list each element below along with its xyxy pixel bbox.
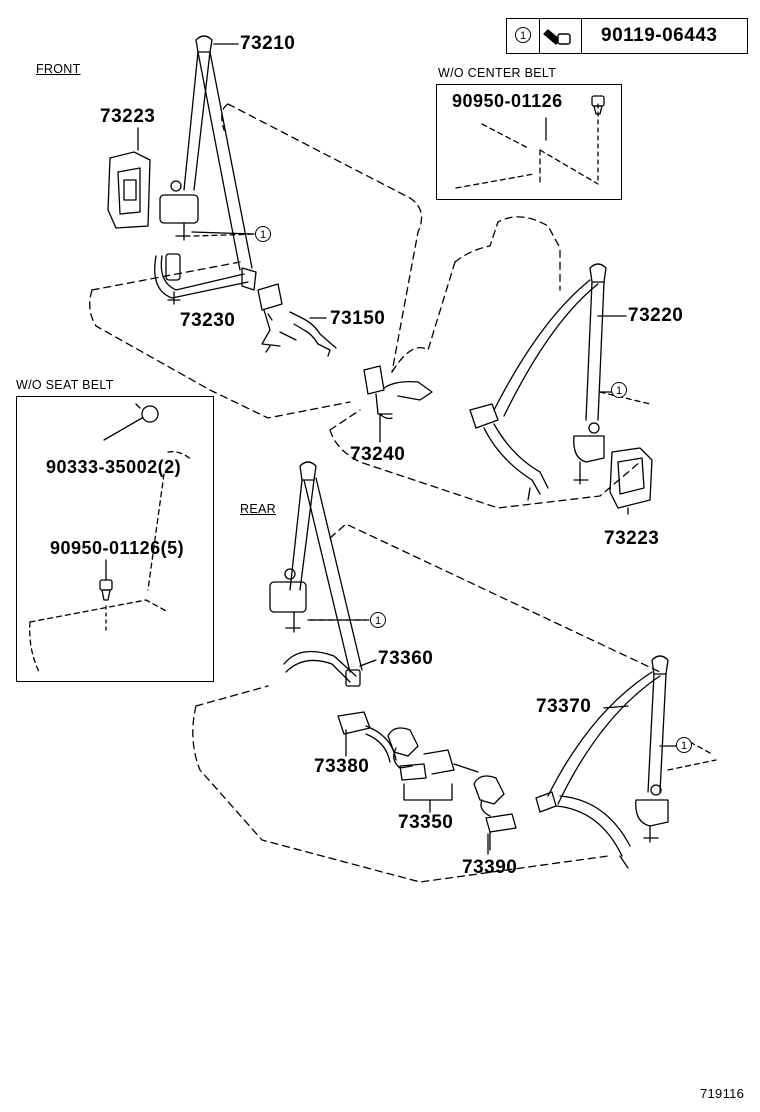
ref-marker: 1 bbox=[370, 612, 386, 628]
callout-73380: 73380 bbox=[314, 756, 370, 777]
front-buckle-73150 bbox=[279, 311, 337, 357]
callout-73223-right: 73223 bbox=[604, 528, 660, 549]
callout-cap-seat: 90333-35002(2) bbox=[46, 457, 182, 477]
front-buckle-73230 bbox=[257, 283, 283, 353]
front-seat-outline bbox=[89, 103, 423, 419]
section-rear: REAR bbox=[240, 502, 276, 516]
rear-right-belt-73370 bbox=[535, 655, 669, 869]
ref-symbol-circle: 1 bbox=[515, 27, 531, 43]
center-belt-inset-box bbox=[436, 84, 622, 200]
callout-73150: 73150 bbox=[330, 308, 386, 329]
retractor-cover-73223 bbox=[107, 151, 151, 229]
ref-marker: 1 bbox=[611, 382, 627, 398]
callout-73240: 73240 bbox=[350, 444, 406, 465]
parts-reference-table: 1 90119-06443 bbox=[506, 18, 748, 54]
callout-73210: 73210 bbox=[240, 33, 296, 54]
callout-bolt-center-belt: 90950-01126 bbox=[452, 91, 563, 111]
ref-marker: 1 bbox=[255, 226, 271, 242]
center-buckle-73240 bbox=[363, 365, 433, 420]
callout-bolt-seat: 90950-01126(5) bbox=[50, 538, 185, 558]
section-wo-seat-belt: W/O SEAT BELT bbox=[16, 378, 114, 392]
callout-73220: 73220 bbox=[628, 305, 684, 326]
center-belt-inset-art bbox=[455, 95, 605, 189]
right-front-seat-outline bbox=[329, 216, 641, 509]
callout-73350: 73350 bbox=[398, 812, 454, 833]
rear-seat-outline bbox=[192, 523, 661, 883]
callout-73390: 73390 bbox=[462, 857, 518, 878]
section-front: FRONT bbox=[36, 62, 81, 76]
rear-outer-belt-73360 bbox=[269, 461, 363, 687]
ref-marker: 1 bbox=[676, 737, 692, 753]
rear-center-belt-73350 bbox=[387, 727, 479, 813]
callout-73223-top: 73223 bbox=[100, 106, 156, 127]
rear-buckle-73390 bbox=[473, 775, 517, 851]
table-divider bbox=[539, 19, 540, 53]
front-outer-belt-73210 bbox=[154, 35, 257, 305]
callout-73360: 73360 bbox=[378, 648, 434, 669]
retractor-cover-73223-right bbox=[609, 447, 653, 509]
callout-73370: 73370 bbox=[536, 696, 592, 717]
table-divider bbox=[581, 19, 582, 53]
bolt-icon bbox=[543, 29, 571, 45]
table-part-number: 90119-06443 bbox=[601, 25, 718, 46]
figure-id: 719116 bbox=[700, 1086, 745, 1101]
section-wo-center-belt: W/O CENTER BELT bbox=[438, 66, 557, 80]
seat-belt-inset-box bbox=[16, 396, 214, 682]
callout-73230: 73230 bbox=[180, 310, 236, 331]
seat-belt-inset-art bbox=[29, 403, 193, 675]
rear-buckle-73380 bbox=[337, 711, 397, 763]
right-front-belt-73220 bbox=[469, 263, 607, 501]
ref-dash-leaders bbox=[193, 233, 717, 771]
